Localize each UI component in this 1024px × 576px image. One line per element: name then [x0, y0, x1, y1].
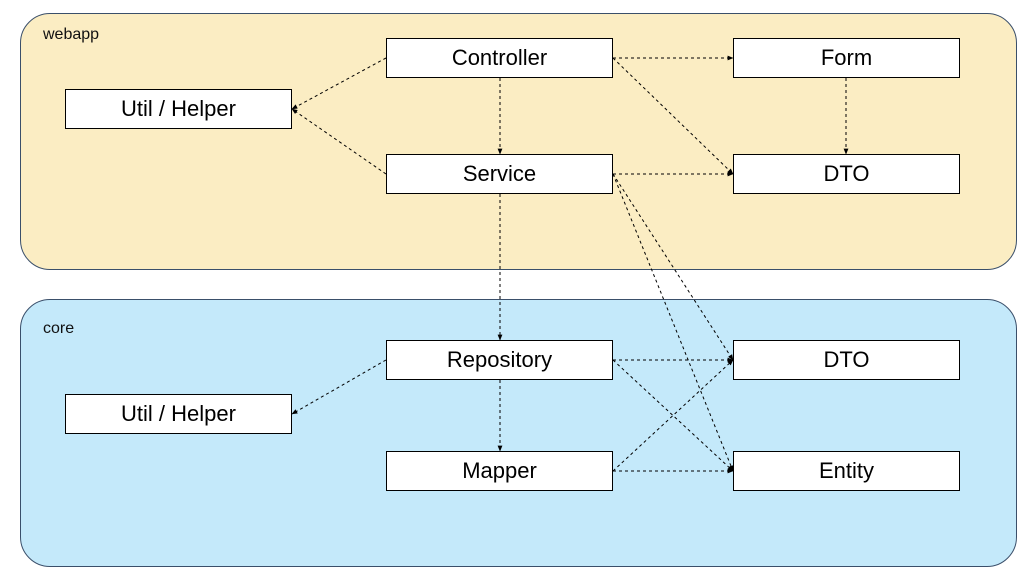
webapp-layer-label: webapp	[43, 26, 100, 43]
entity-box: Entity	[733, 451, 960, 491]
controller-box: Controller	[386, 38, 613, 78]
service-box: Service	[386, 154, 613, 194]
mapper-box: Mapper	[386, 451, 613, 491]
webapp-dto-box: DTO	[733, 154, 960, 194]
core-layer-label: core	[43, 320, 75, 337]
core-util-helper-box: Util / Helper	[65, 394, 292, 434]
repository-box: Repository	[386, 340, 613, 380]
webapp-util-helper-box: Util / Helper	[65, 89, 292, 129]
core-dto-box: DTO	[733, 340, 960, 380]
form-box: Form	[733, 38, 960, 78]
